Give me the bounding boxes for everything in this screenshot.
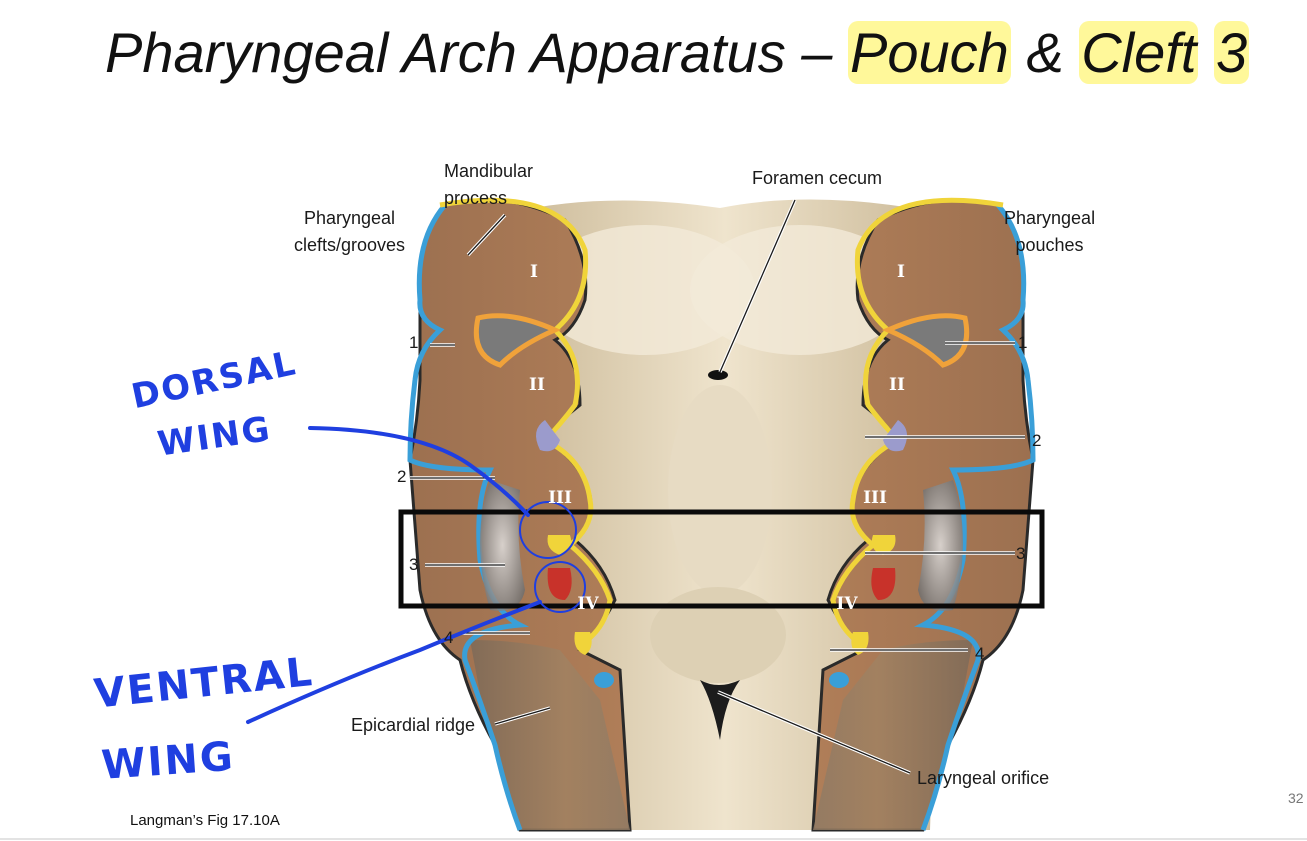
left-pouch-4	[574, 632, 592, 655]
title-text-amp: &	[1010, 21, 1080, 84]
cleft-number-2: 2	[397, 467, 407, 486]
label-foramen-cecum: Foramen cecum	[752, 168, 883, 188]
left-pouch-outline	[439, 197, 613, 648]
right-cleft-4-blue	[829, 672, 849, 688]
title-highlight-cleft: Cleft	[1079, 21, 1199, 84]
tuberculum	[668, 385, 772, 595]
pouch-number-2: 2	[1032, 431, 1042, 450]
right-cleft-3-shade	[918, 480, 963, 611]
copula	[650, 587, 786, 683]
dorsal-wing-circle	[519, 501, 577, 559]
left-pouch-1	[473, 313, 562, 368]
title-text: Pharyngeal Arch Apparatus –	[105, 21, 848, 84]
arch-numeral-left-1: I	[530, 262, 538, 282]
pouch-number-3: 3	[1016, 544, 1026, 563]
label-mandibular-process: Mandibular process	[444, 161, 534, 208]
arch-numeral-left-3: III	[548, 488, 572, 508]
bottom-rule	[0, 838, 1307, 840]
slide-title: Pharyngeal Arch Apparatus – Pouch & Clef…	[105, 20, 1285, 100]
arch-numeral-right-1: I	[897, 262, 905, 282]
arch-numeral-left-2: II	[529, 375, 545, 395]
figure-credit: Langman’s Fig 17.10A	[130, 812, 280, 829]
arch-numeral-right-4: IV	[836, 594, 858, 614]
arch-numeral-right-2: II	[889, 375, 905, 395]
pouch-number-1: 1	[1018, 333, 1028, 352]
dorsal-wing-arrow	[308, 426, 530, 517]
right-pouch-1	[881, 313, 970, 368]
label-pharyngeal-clefts: Pharyngeal clefts/grooves	[294, 208, 406, 255]
left-arch-lower	[470, 640, 630, 830]
right-pouch-outline	[830, 197, 1004, 648]
label-laryngeal-orifice: Laryngeal orifice	[917, 768, 1050, 788]
right-pouch-3-dorsal	[871, 535, 896, 555]
left-pouch-3-dorsal	[547, 535, 572, 555]
arch-numeral-right-3: III	[863, 488, 887, 508]
ventral-wing-circle	[534, 561, 586, 613]
cleft-number-3: 3	[409, 555, 419, 574]
arch-numeral-left-4: IV	[577, 594, 599, 614]
title-highlight-pouch: Pouch	[847, 21, 1011, 84]
right-pouch-3-ventral	[871, 568, 896, 600]
title-highlight-number: 3	[1213, 21, 1250, 84]
label-epicardial-ridge: Epicardial ridge	[351, 715, 476, 735]
pouch-cleft-3-highlight-box	[398, 509, 1045, 609]
left-pouch-3-ventral	[547, 568, 572, 600]
left-cleft-3-shade	[480, 480, 525, 611]
right-arch-lower	[813, 640, 973, 830]
foramen-cecum-shape	[708, 370, 728, 380]
cleft-number-1: 1	[409, 333, 419, 352]
page-number: 32	[1288, 790, 1304, 806]
leader-lines	[410, 199, 1025, 774]
pouch-number-4: 4	[975, 644, 985, 663]
ventral-wing-arrow	[246, 600, 542, 724]
floor-swelling-upper	[535, 225, 755, 355]
left-pouch-2	[536, 420, 560, 452]
cleft-number-4: 4	[444, 628, 454, 647]
right-cleft-outline	[913, 203, 1036, 831]
laryngeal-orifice-shape	[700, 680, 740, 740]
handwriting-ventral-wing: WING	[100, 733, 237, 789]
left-cleft-4-blue	[594, 672, 614, 688]
label-pharyngeal-pouches: Pharyngeal pouches	[1004, 208, 1096, 255]
